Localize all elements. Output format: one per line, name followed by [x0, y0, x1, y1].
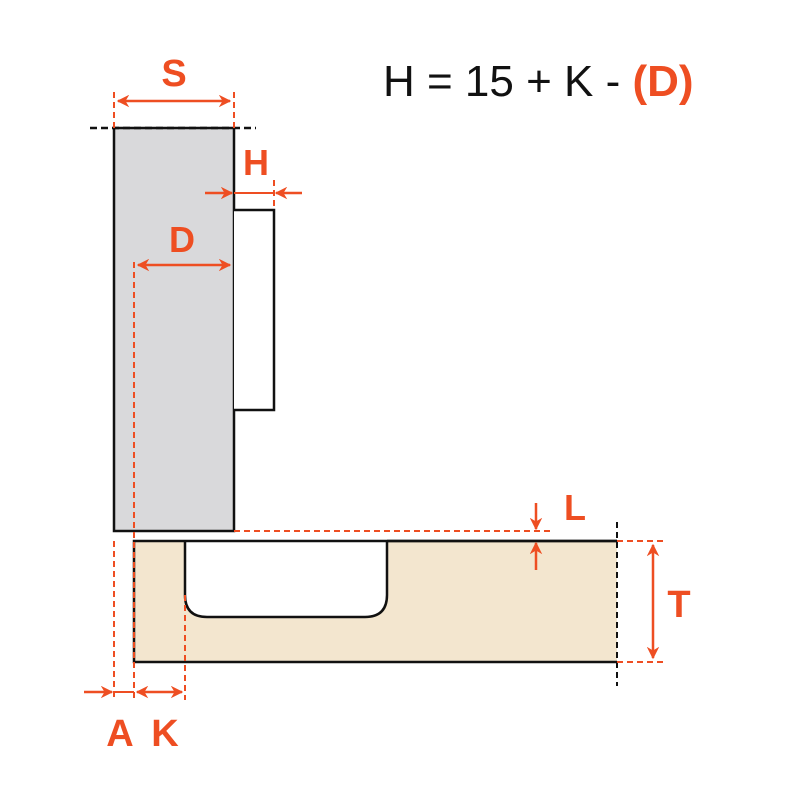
label-t: T [667, 584, 690, 626]
formula-expression: H = 15 + K - [383, 57, 632, 106]
dimension-reference-lines [113, 92, 665, 700]
hinge-plate [234, 208, 276, 412]
hinge-cup-recess [183, 541, 389, 619]
formula: H = 15 + K - (D) [383, 57, 694, 106]
label-k: K [151, 713, 179, 755]
label-h: H [243, 142, 269, 183]
label-d: D [169, 219, 195, 260]
label-l: L [564, 487, 586, 528]
formula-highlight: (D) [632, 57, 693, 106]
door-panel [112, 126, 236, 533]
label-s: S [161, 53, 186, 95]
label-a: A [106, 713, 133, 755]
